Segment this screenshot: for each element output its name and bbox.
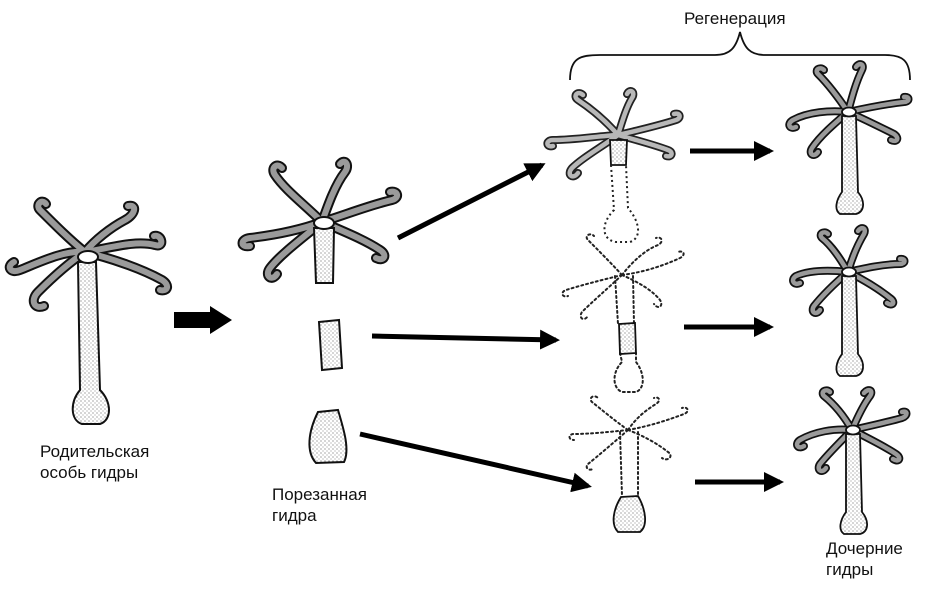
arrows-cut-to-regen: [359, 162, 592, 493]
daughter-label-line1: Дочерние: [826, 539, 903, 558]
daughter-label-line2: гидры: [826, 560, 874, 579]
regeneration-brace: [569, 31, 911, 81]
regen-hydra-2: [561, 233, 685, 393]
regen-hydra-3: [568, 395, 689, 533]
daughter-hydra-3: [793, 386, 911, 535]
cut-hydra-head: [237, 156, 402, 284]
cut-hydra-base: [308, 408, 348, 465]
cut-label-line2: гидра: [272, 506, 317, 525]
cut-label-line1: Порезанная: [272, 485, 367, 504]
arrow-base-piece: [359, 431, 592, 493]
daughter-hydra-1: [785, 60, 913, 215]
regeneration-label: Регенерация: [684, 9, 786, 28]
parent-body: [71, 261, 110, 425]
regen-hydra-1: [543, 87, 684, 243]
parent-tentacles: [4, 196, 172, 312]
parent-hypostome: [77, 250, 99, 264]
arrow-middle-piece: [371, 329, 560, 350]
arrows-regen-to-daughters: [684, 141, 784, 492]
parent-hydra: [4, 196, 172, 425]
arrow-parent-to-cut: [174, 306, 232, 334]
cut-hydra-middle: [317, 318, 344, 372]
parent-label-line2: особь гидры: [40, 463, 139, 482]
daughter-hydra-2: [789, 224, 909, 377]
arrow-head-piece: [396, 162, 546, 241]
parent-label-line1: Родительская: [40, 442, 150, 461]
